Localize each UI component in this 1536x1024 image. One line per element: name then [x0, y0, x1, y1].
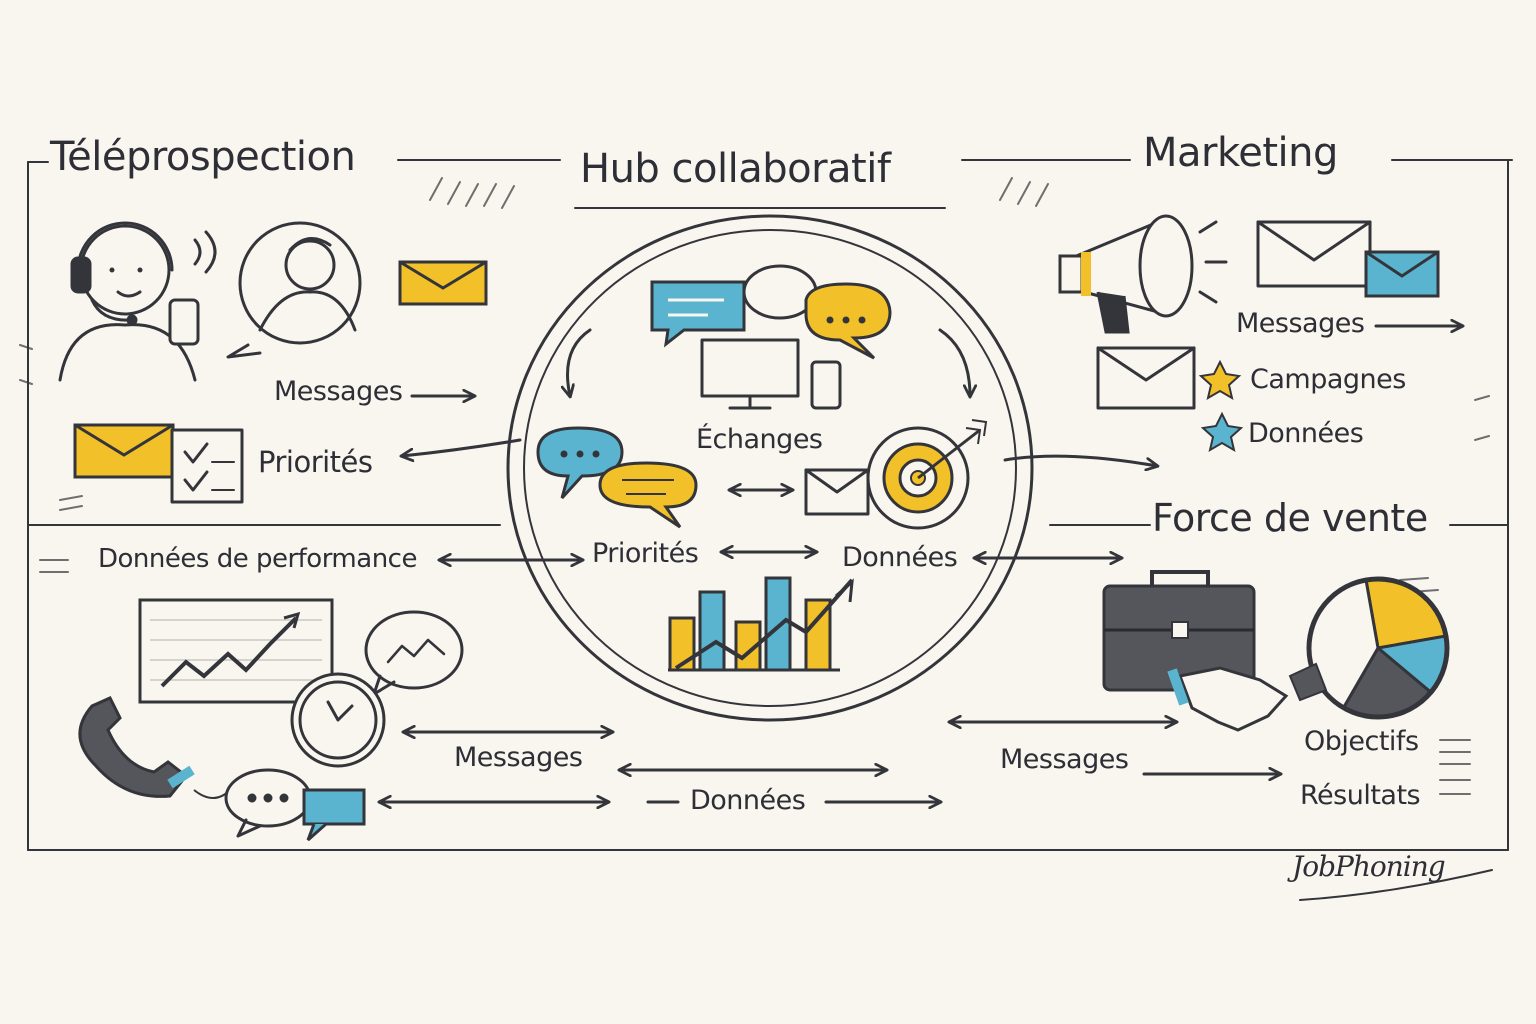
- envelope-icon: [73, 423, 175, 479]
- chat-bubble-icon: [804, 282, 892, 360]
- section-title-force-de-vente: Force de vente: [1152, 496, 1428, 540]
- flow-donnees-label: Données: [690, 785, 806, 816]
- target-icon: [866, 419, 988, 530]
- section-title-teleprospection: Téléprospection: [50, 134, 356, 180]
- bar-chart-icon: [668, 576, 854, 672]
- hub-donnees-label: Données: [842, 542, 958, 573]
- chat-bubble-icon: [650, 280, 746, 348]
- flow-messages-left-label: Messages: [454, 742, 583, 773]
- marketing-messages-label: Messages: [1236, 308, 1365, 339]
- star-icon: [1198, 359, 1242, 401]
- hub-echanges-label: Échanges: [696, 424, 823, 455]
- star-icon: [1200, 411, 1244, 453]
- flow-arrows: [380, 326, 1462, 802]
- checklist-icon: [170, 428, 244, 504]
- briefcase-icon: [1102, 570, 1256, 692]
- headset-agent-icon: [58, 221, 200, 382]
- signature-underline: [1299, 869, 1493, 901]
- hub-bar: [698, 590, 726, 672]
- chat-bubble-icon: [364, 610, 464, 696]
- chat-bubble-icon: [224, 768, 312, 838]
- section-title-hub: Hub collaboratif: [580, 146, 891, 192]
- pie-slice: [1341, 645, 1433, 718]
- chat-bubble-icon: [302, 788, 366, 842]
- marketing-donnees-label: Données: [1248, 418, 1364, 449]
- agent-portrait-icon: [226, 221, 362, 359]
- section-title-marketing: Marketing: [1143, 130, 1338, 176]
- chat-bubble-icon: [536, 426, 624, 500]
- envelope-icon: [1256, 220, 1372, 288]
- flow-messages-right-label: Messages: [1000, 744, 1129, 775]
- tele-messages-label: Messages: [274, 376, 403, 407]
- tele-priorites-label: Priorités: [258, 445, 373, 479]
- marketing-campagnes-label: Campagnes: [1250, 364, 1406, 395]
- envelope-icon: [398, 260, 488, 306]
- hatch-marks: [19, 177, 1490, 795]
- frame-lines: [27, 159, 1513, 851]
- megaphone-icon: [1058, 214, 1228, 334]
- jobphoning-signature: JobPhoning: [1292, 850, 1446, 883]
- hub-ring: [506, 214, 1034, 722]
- pie-slice: [1364, 578, 1447, 650]
- hub-bar: [764, 576, 792, 672]
- pie-slice: [1308, 579, 1380, 709]
- hub-trend-line: [674, 578, 854, 670]
- chat-bubble-icon: [598, 461, 698, 529]
- handshake-icon: [1167, 662, 1328, 732]
- sales-resultats-label: Résultats: [1300, 780, 1421, 811]
- monitor-icon: [700, 338, 800, 410]
- phone-waves-icon: [193, 230, 217, 274]
- sales-objectifs-label: Objectifs: [1304, 726, 1419, 757]
- hub-trend-arrowhead: [835, 578, 854, 603]
- line-chart-icon: [138, 598, 334, 704]
- hub-bar: [668, 616, 696, 672]
- envelope-icon: [1096, 346, 1196, 410]
- envelope-icon: [1364, 250, 1440, 298]
- clock-icon: [290, 672, 386, 768]
- smartphone-icon: [810, 360, 842, 410]
- envelope-icon: [804, 468, 870, 516]
- telephone-icon: [78, 696, 231, 799]
- pie-chart-icon: [1306, 576, 1450, 720]
- hub-priorites-label: Priorités: [592, 538, 699, 569]
- section-title-performance: Données de performance: [98, 544, 417, 574]
